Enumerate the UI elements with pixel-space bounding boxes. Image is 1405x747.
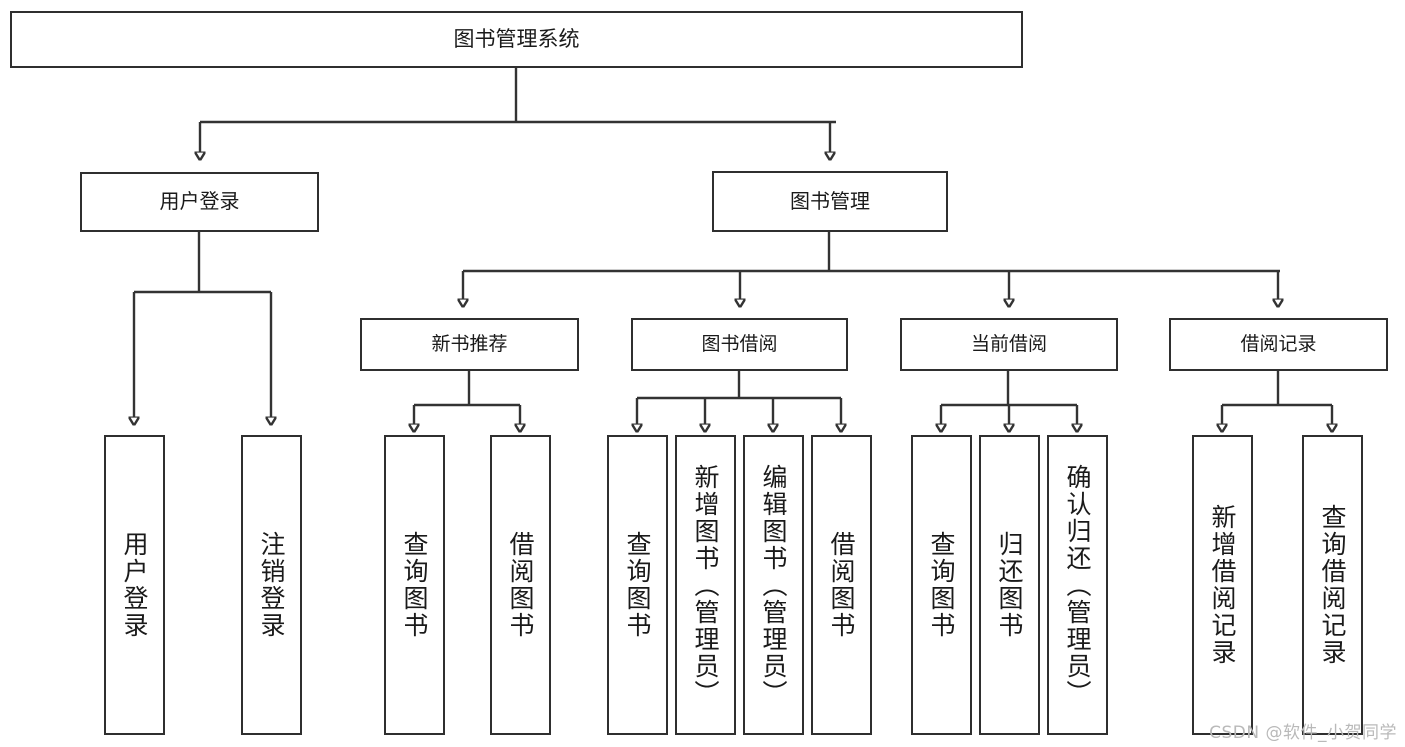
leaf-add-book-admin[interactable]: 新增图书（管理员）: [675, 435, 736, 735]
node-label: 借阅记录: [1240, 333, 1317, 356]
node-label: 归还图书: [995, 531, 1024, 639]
edge-borrowrecord-to-leaves: [1222, 371, 1332, 424]
node-label: 确认归还（管理员）: [1063, 463, 1092, 707]
node-label: 新增图书（管理员）: [691, 463, 720, 707]
node-book-management[interactable]: 图书管理: [712, 171, 948, 232]
leaf-query-borrow-record[interactable]: 查询借阅记录: [1302, 435, 1363, 735]
leaf-edit-book-admin[interactable]: 编辑图书（管理员）: [743, 435, 804, 735]
node-label: 当前借阅: [970, 333, 1047, 356]
node-label: 查询图书: [623, 531, 652, 639]
node-label: 查询借阅记录: [1318, 504, 1347, 666]
node-label: 图书借阅: [701, 333, 778, 356]
node-label: 借阅图书: [506, 531, 535, 639]
node-new-book-recommend[interactable]: 新书推荐: [360, 318, 579, 371]
edge-currentborrow-to-leaves: [941, 371, 1077, 424]
node-label: 借阅图书: [827, 531, 856, 639]
node-label: 查询图书: [400, 531, 429, 639]
leaf-query-book-newbook[interactable]: 查询图书: [384, 435, 445, 735]
node-label: 新书推荐: [431, 333, 508, 356]
node-user-login[interactable]: 用户登录: [80, 172, 319, 232]
edge-bookborrow-to-leaves: [637, 371, 841, 424]
node-current-borrow[interactable]: 当前借阅: [900, 318, 1118, 371]
node-root-library-system[interactable]: 图书管理系统: [10, 11, 1023, 68]
edge-userlogin-to-leaves: [134, 232, 271, 417]
node-label: 图书管理系统: [453, 27, 580, 52]
node-book-borrow[interactable]: 图书借阅: [631, 318, 848, 371]
leaf-borrow-book-newbook[interactable]: 借阅图书: [490, 435, 551, 735]
leaf-add-borrow-record[interactable]: 新增借阅记录: [1192, 435, 1253, 735]
leaf-logout-login[interactable]: 注销登录: [241, 435, 302, 735]
node-label: 新增借阅记录: [1208, 504, 1237, 666]
node-label: 注销登录: [257, 531, 286, 639]
csdn-watermark: CSDN @软件_小贺同学: [1209, 723, 1397, 743]
node-label: 用户登录: [120, 531, 149, 639]
leaf-user-login[interactable]: 用户登录: [104, 435, 165, 735]
edge-bookmgmt-to-level2: [463, 232, 1280, 299]
edge-root-to-level1: [200, 68, 836, 152]
node-borrow-record[interactable]: 借阅记录: [1169, 318, 1388, 371]
node-label: 图书管理: [790, 188, 870, 213]
node-label: 编辑图书（管理员）: [759, 463, 788, 707]
node-label: 查询图书: [927, 531, 956, 639]
leaf-borrow-book[interactable]: 借阅图书: [811, 435, 872, 735]
leaf-confirm-return-admin[interactable]: 确认归还（管理员）: [1047, 435, 1108, 735]
leaf-return-book[interactable]: 归还图书: [979, 435, 1040, 735]
edge-newbook-to-leaves: [414, 371, 520, 424]
node-label: 用户登录: [159, 189, 240, 214]
leaf-query-book-borrow[interactable]: 查询图书: [607, 435, 668, 735]
leaf-query-book-current[interactable]: 查询图书: [911, 435, 972, 735]
